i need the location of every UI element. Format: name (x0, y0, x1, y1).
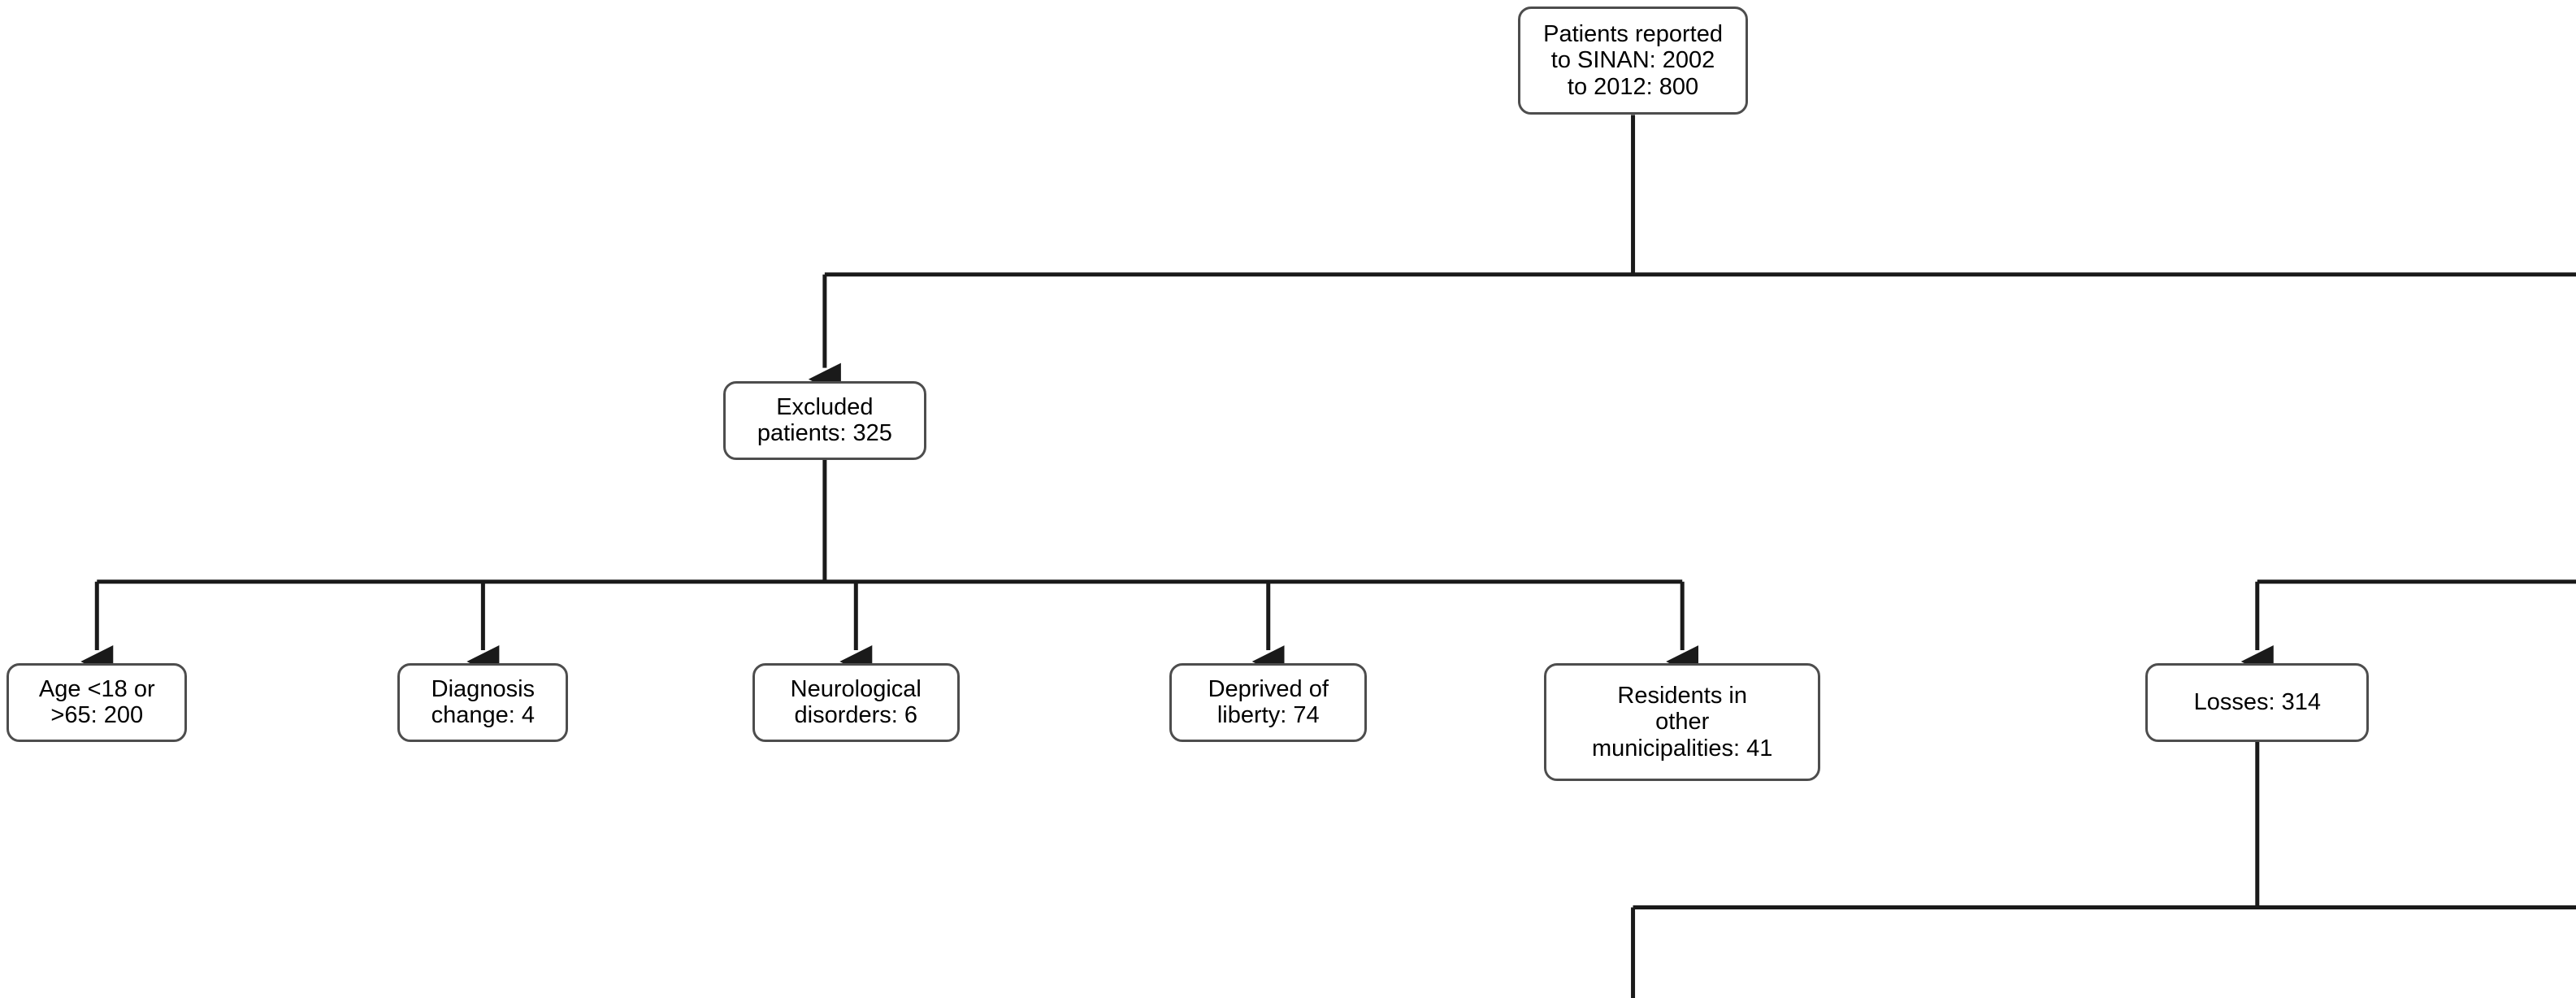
flow-node-losses: Losses: 314 (2145, 662, 2370, 742)
connector-bus-excluded (97, 459, 1683, 584)
flow-node-liberty: Deprived of liberty: 74 (1169, 662, 1368, 742)
flow-node-reported: Patients reported to SINAN: 2002 to 2012… (1518, 7, 1749, 115)
flow-node-residents: Residents in other municipalities: 41 (1544, 662, 1821, 782)
flow-node-age: Age <18 or >65: 200 (7, 662, 188, 742)
flow-node-diagnosis: Diagnosis change: 4 (397, 662, 569, 742)
connector-bus-reported (824, 115, 2576, 277)
connector-bus-eligible (2257, 579, 2576, 584)
flow-node-neuro: Neurological disorders: 6 (752, 662, 960, 742)
flow-node-excluded: Excluded patients: 325 (722, 380, 927, 460)
